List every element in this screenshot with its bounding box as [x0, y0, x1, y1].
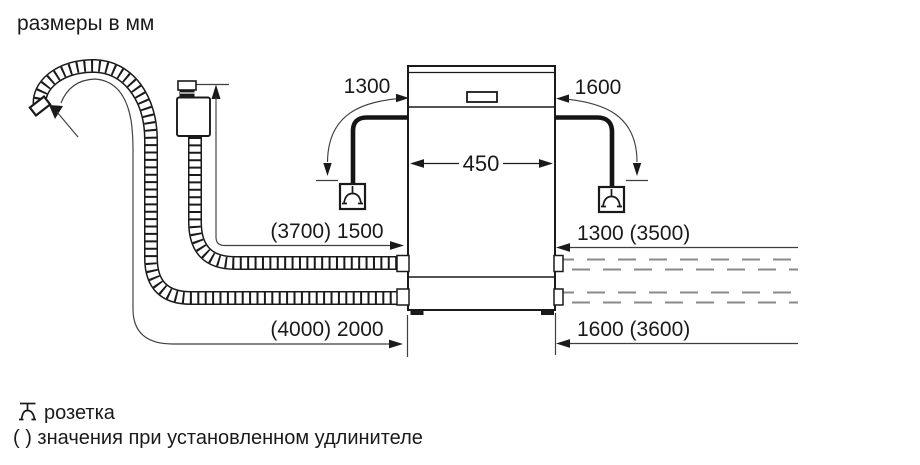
- drain-hose: [28, 58, 403, 305]
- dim-cable-right: [556, 94, 648, 182]
- dim-inlet-right: [556, 243, 798, 252]
- dim-drain-right: [554, 313, 798, 355]
- socket-outlet-icon: [19, 402, 36, 421]
- drain-direction-arrow-icon: [49, 105, 63, 119]
- dim-inlet-left: [196, 83, 404, 250]
- socket-outlet-icon: [601, 189, 622, 208]
- legend-extension-note: ( ) значения при установленном удлинител…: [13, 427, 423, 449]
- dim-inlet-right-label: 1300 (3500): [577, 222, 690, 245]
- legend-socket-label: розетка: [44, 402, 116, 424]
- dim-drain-left-label: (4000) 2000: [270, 318, 383, 341]
- drain-connector-right: [553, 288, 564, 306]
- page-title: размеры в мм: [17, 12, 154, 35]
- dim-cable-right-label: 1600: [575, 76, 622, 99]
- dim-width-label: 450: [463, 151, 500, 176]
- hose-extension-dashes: [556, 258, 798, 304]
- inlet-hose: [188, 137, 403, 270]
- drain-connector-left: [396, 288, 410, 306]
- aquastop-valve: [176, 80, 211, 137]
- power-cable-left: [350, 115, 408, 184]
- inlet-connector-right: [553, 254, 564, 273]
- socket-box-left: [338, 182, 367, 211]
- legend: розетка ( ) значения при установленном у…: [13, 402, 423, 449]
- socket-outlet-icon: [342, 186, 363, 205]
- inlet-connector-left: [396, 254, 410, 273]
- dim-drain-left: [60, 78, 409, 357]
- dim-width: [410, 159, 553, 168]
- power-cable-right: [555, 115, 615, 187]
- foot-right: [541, 309, 554, 315]
- dim-cable-left-label: 1300: [344, 75, 391, 98]
- socket-box-right: [597, 185, 626, 214]
- dim-inlet-left-label: (3700) 1500: [270, 220, 383, 243]
- foot-left: [410, 309, 424, 315]
- dim-cable-left: [316, 93, 409, 182]
- dishwasher: [396, 65, 564, 315]
- drain-hose-end-cap: [28, 94, 52, 118]
- control-panel-handle: [466, 91, 498, 103]
- dim-drain-right-label: 1600 (3600): [577, 318, 690, 341]
